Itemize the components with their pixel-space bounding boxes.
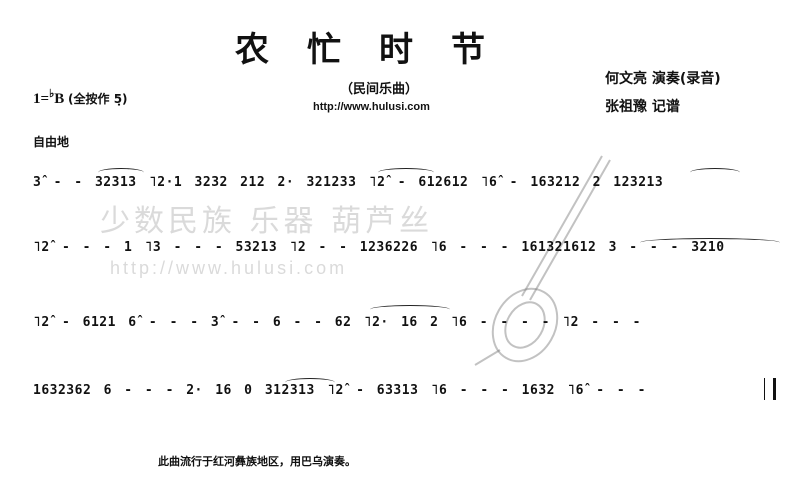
slur-mark [285,378,335,387]
key-fingering-note: (全按作 5̣) [68,92,128,106]
flat-symbol: ♭ [49,88,55,100]
score-line-1: 3̂ - - 32313 ˥2·1 3232 212 2· 321233 ˥2̂… [33,175,664,190]
score-line-4: 1632362 6 - - - 2· 16 0 312313 ˥2̂ - 633… [33,383,646,398]
watermark-url: http://www.hulusi.com [110,258,348,278]
slur-mark [370,305,450,314]
tempo-marking: 自由地 [33,135,70,149]
website-link[interactable]: http://www.hulusi.com [313,101,430,113]
notator-credit: 张祖豫 记谱 [605,99,680,115]
score-line-3: ˥2̂ - 6121 6̂ - - - 3̂ - - 6 - - 62 ˥2· … [33,315,641,330]
song-subtitle: （民间乐曲） [340,82,419,97]
slur-mark [98,168,144,177]
score-line-2: ˥2̂ - - - 1 ˥3 - - - 53213 ˥2 - - 123622… [33,240,725,255]
song-title: 农忙时节 [235,30,523,70]
watermark-text: 少数民族 乐器 葫芦丝 [100,204,434,239]
performer-credit: 何文亮 演奏(录音) [605,71,721,87]
slur-mark [640,238,780,247]
key-signature: 1=♭B (全按作 5̣) [33,87,128,108]
key-prefix: 1= [33,91,50,107]
slur-mark [690,168,740,177]
footnote: 此曲流行于红河彝族地区，用巴乌演奏。 [158,455,356,468]
final-barline [764,378,776,400]
key-letter: B [54,91,65,107]
slur-mark [378,168,434,177]
